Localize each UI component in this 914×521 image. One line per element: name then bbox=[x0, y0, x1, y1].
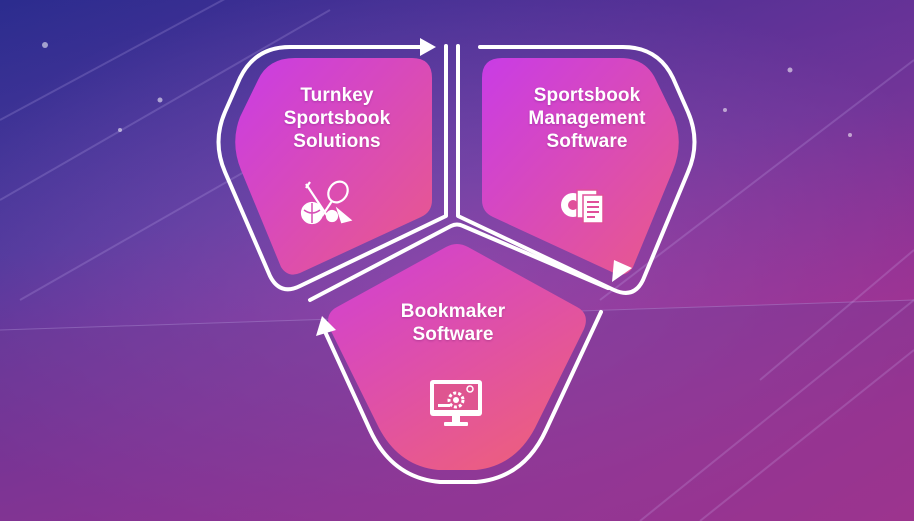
label-management: Sportsbook Management Software bbox=[512, 84, 662, 153]
label-line: Software bbox=[546, 131, 628, 152]
label-line: Bookmaker bbox=[400, 301, 506, 322]
gear-document-icon bbox=[561, 189, 604, 224]
label-turnkey: Turnkey Sportsbook Solutions bbox=[262, 84, 412, 153]
label-line: Sportsbook bbox=[283, 108, 391, 129]
arrow-up-icon bbox=[316, 316, 336, 336]
label-line: Turnkey bbox=[300, 85, 374, 106]
label-bookmaker: Bookmaker Software bbox=[378, 300, 528, 346]
segment-turnkey bbox=[235, 58, 432, 275]
cycle-outline bbox=[216, 44, 697, 484]
arrow-down-icon bbox=[612, 260, 632, 282]
monitor-gear-icon bbox=[430, 380, 482, 426]
stadium-lights bbox=[42, 42, 852, 137]
sports-equipment-icon bbox=[300, 180, 353, 225]
label-line: Sportsbook bbox=[533, 85, 641, 106]
segment-bookmaker bbox=[328, 244, 586, 470]
segment-management bbox=[482, 58, 679, 275]
label-line: Management bbox=[528, 108, 646, 129]
label-line: Solutions bbox=[293, 131, 381, 152]
arrow-right-icon bbox=[420, 38, 436, 56]
cycle-arrows bbox=[316, 38, 632, 336]
label-line: Software bbox=[412, 324, 494, 345]
